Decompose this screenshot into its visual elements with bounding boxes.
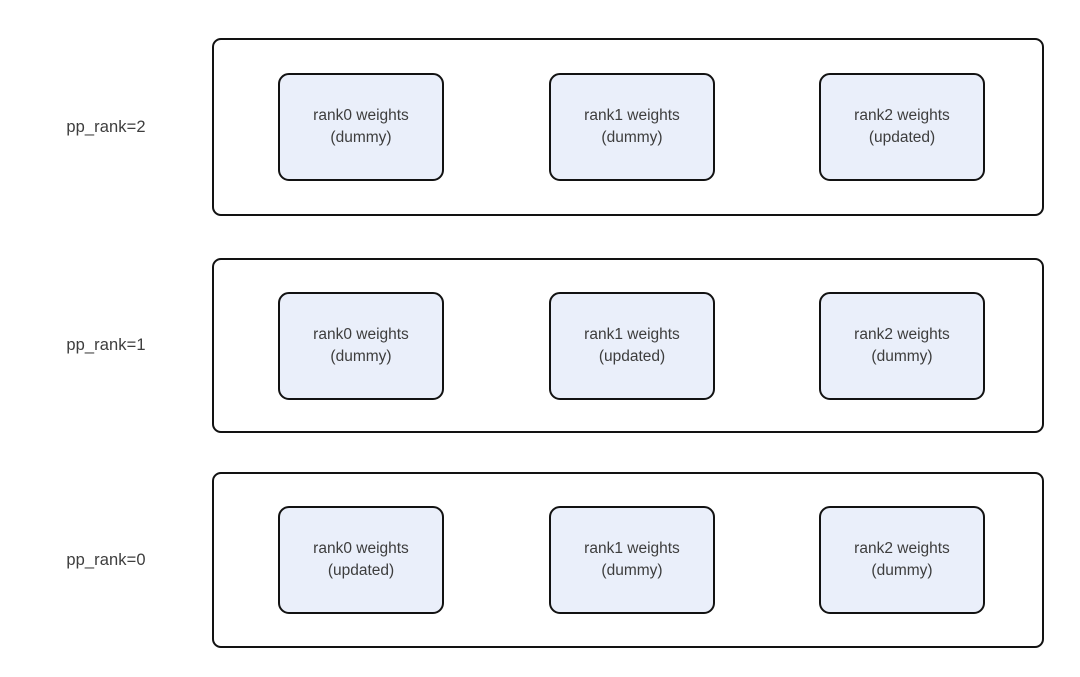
weight-box-title: rank2 weights: [854, 540, 950, 557]
stage-label-pp-rank-2: pp_rank=2: [66, 117, 146, 136]
stage-row-pp-rank-0: pp_rank=0 rank0 weights (updated) rank1 …: [0, 472, 1080, 648]
weight-box-title: rank1 weights: [584, 325, 680, 343]
weight-box-title: rank2 weights: [854, 107, 950, 124]
weight-box-title: rank0 weights: [313, 325, 409, 343]
weight-box-title: rank0 weights: [313, 540, 409, 557]
weight-slot: rank1 weights (dummy): [549, 506, 715, 614]
weight-slot: rank2 weights (dummy): [819, 291, 985, 400]
weight-box-state: (dummy): [871, 347, 933, 365]
stage-label-pp-rank-1: pp_rank=1: [66, 336, 146, 354]
weight-box-rank2[interactable]: rank2 weights (updated): [819, 73, 985, 181]
weight-box-state: (updated): [598, 347, 666, 365]
weight-box-rank0[interactable]: rank0 weights (dummy): [278, 73, 444, 181]
weight-box-title: rank0 weights: [313, 107, 409, 124]
weight-box-rank1[interactable]: rank1 weights (dummy): [549, 506, 715, 614]
weight-slot: rank0 weights (dummy): [278, 73, 444, 181]
weight-slot: rank2 weights (updated): [819, 73, 985, 181]
weight-slot: rank1 weights (updated): [549, 291, 715, 400]
weight-box-state: (dummy): [330, 129, 392, 146]
weight-box-rank2[interactable]: rank2 weights (dummy): [819, 506, 985, 614]
weight-box-title: rank2 weights: [854, 325, 950, 343]
weight-box-state: (dummy): [601, 129, 663, 146]
stage-container-pp-rank-0: rank0 weights (updated) rank1 weights (d…: [212, 472, 1044, 648]
stage-container-pp-rank-1: rank0 weights (dummy) rank1 weights (upd…: [212, 258, 1044, 433]
weight-box-rank0[interactable]: rank0 weights (dummy): [278, 291, 444, 400]
stage-container-pp-rank-2: rank0 weights (dummy) rank1 weights (dum…: [212, 38, 1044, 216]
weight-slot: rank2 weights (dummy): [819, 506, 985, 614]
weight-box-state: (updated): [327, 562, 395, 579]
weight-box-title: rank1 weights: [584, 107, 680, 124]
weight-box-state: (dummy): [601, 562, 663, 579]
weight-box-rank1[interactable]: rank1 weights (updated): [549, 291, 715, 400]
weight-box-state: (updated): [868, 129, 936, 146]
weight-slot: rank0 weights (dummy): [278, 291, 444, 400]
weight-box-state: (dummy): [330, 347, 392, 365]
weight-box-title: rank1 weights: [584, 540, 680, 557]
weight-slot: rank1 weights (dummy): [549, 73, 715, 181]
weight-box-state: (dummy): [871, 562, 933, 579]
stage-row-pp-rank-2: pp_rank=2 rank0 weights (dummy) rank1 we…: [0, 38, 1080, 216]
weight-slot: rank0 weights (updated): [278, 506, 444, 614]
weight-box-rank2[interactable]: rank2 weights (dummy): [819, 291, 985, 400]
stage-row-pp-rank-1: pp_rank=1 rank0 weights (dummy) rank1 we…: [0, 258, 1080, 433]
stage-label-pp-rank-0: pp_rank=0: [66, 550, 146, 569]
weight-box-rank1[interactable]: rank1 weights (dummy): [549, 73, 715, 181]
weight-box-rank0[interactable]: rank0 weights (updated): [278, 506, 444, 614]
